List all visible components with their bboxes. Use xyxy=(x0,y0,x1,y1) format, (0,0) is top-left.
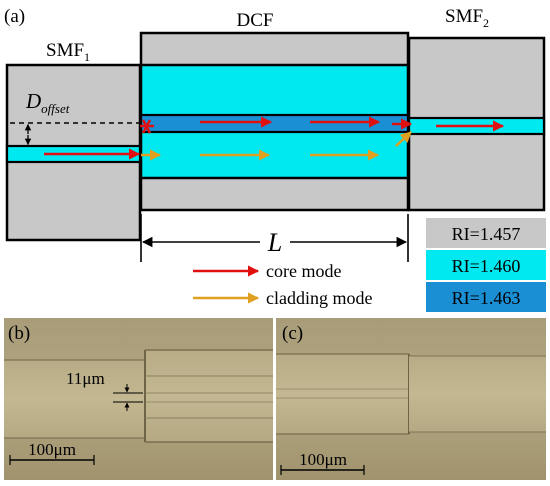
ri-swatch-1463 xyxy=(426,282,546,312)
offset-indicator: Doffset xyxy=(10,89,140,146)
mode-arrows xyxy=(44,116,505,161)
length-indicator: L xyxy=(140,214,409,262)
panel-b-core-width-label: 11μm xyxy=(66,369,105,388)
ri-label-1457: RI=1.457 xyxy=(452,224,521,244)
smf2-fiber xyxy=(407,36,546,212)
mode-legend: core mode cladding mode xyxy=(193,261,372,308)
legend-core-label: core mode xyxy=(266,261,341,281)
ri-label-1463: RI=1.463 xyxy=(452,288,521,308)
panel-a-label: (a) xyxy=(4,6,25,27)
dcf-label: DCF xyxy=(237,10,274,31)
panel-c-scale-label: 100μm xyxy=(299,450,347,469)
cladding-recouple-arrow xyxy=(395,131,412,147)
panel-b-scale-label: 100μm xyxy=(28,440,76,459)
panel-c-smf xyxy=(409,356,546,432)
panel-b-dcf xyxy=(145,350,273,442)
panel-b: 11μm (b) 100μm xyxy=(4,318,273,480)
offset-label: Doffset xyxy=(25,89,70,116)
panel-b-smf xyxy=(4,360,145,438)
smf1-label: SMF1 xyxy=(46,40,90,64)
ri-label-1460: RI=1.460 xyxy=(452,256,521,276)
legend-cladding-label: cladding mode xyxy=(266,288,372,308)
panel-a: (a) SMF1 DCF SMF2 Doffset xyxy=(4,6,546,312)
splice-star-1 xyxy=(140,119,154,134)
dcf-core xyxy=(139,113,410,134)
panel-c-label: (c) xyxy=(282,323,303,344)
ri-legend: RI=1.457 RI=1.460 RI=1.463 xyxy=(426,218,546,312)
length-label: L xyxy=(267,228,282,257)
panel-b-label: (b) xyxy=(8,323,30,344)
ri-swatch-1457 xyxy=(426,218,546,248)
smf2-label: SMF2 xyxy=(445,6,489,30)
ri-swatch-1460 xyxy=(426,250,546,280)
panel-c: (c) 100μm xyxy=(276,318,546,480)
panel-c-dcf xyxy=(276,354,409,434)
